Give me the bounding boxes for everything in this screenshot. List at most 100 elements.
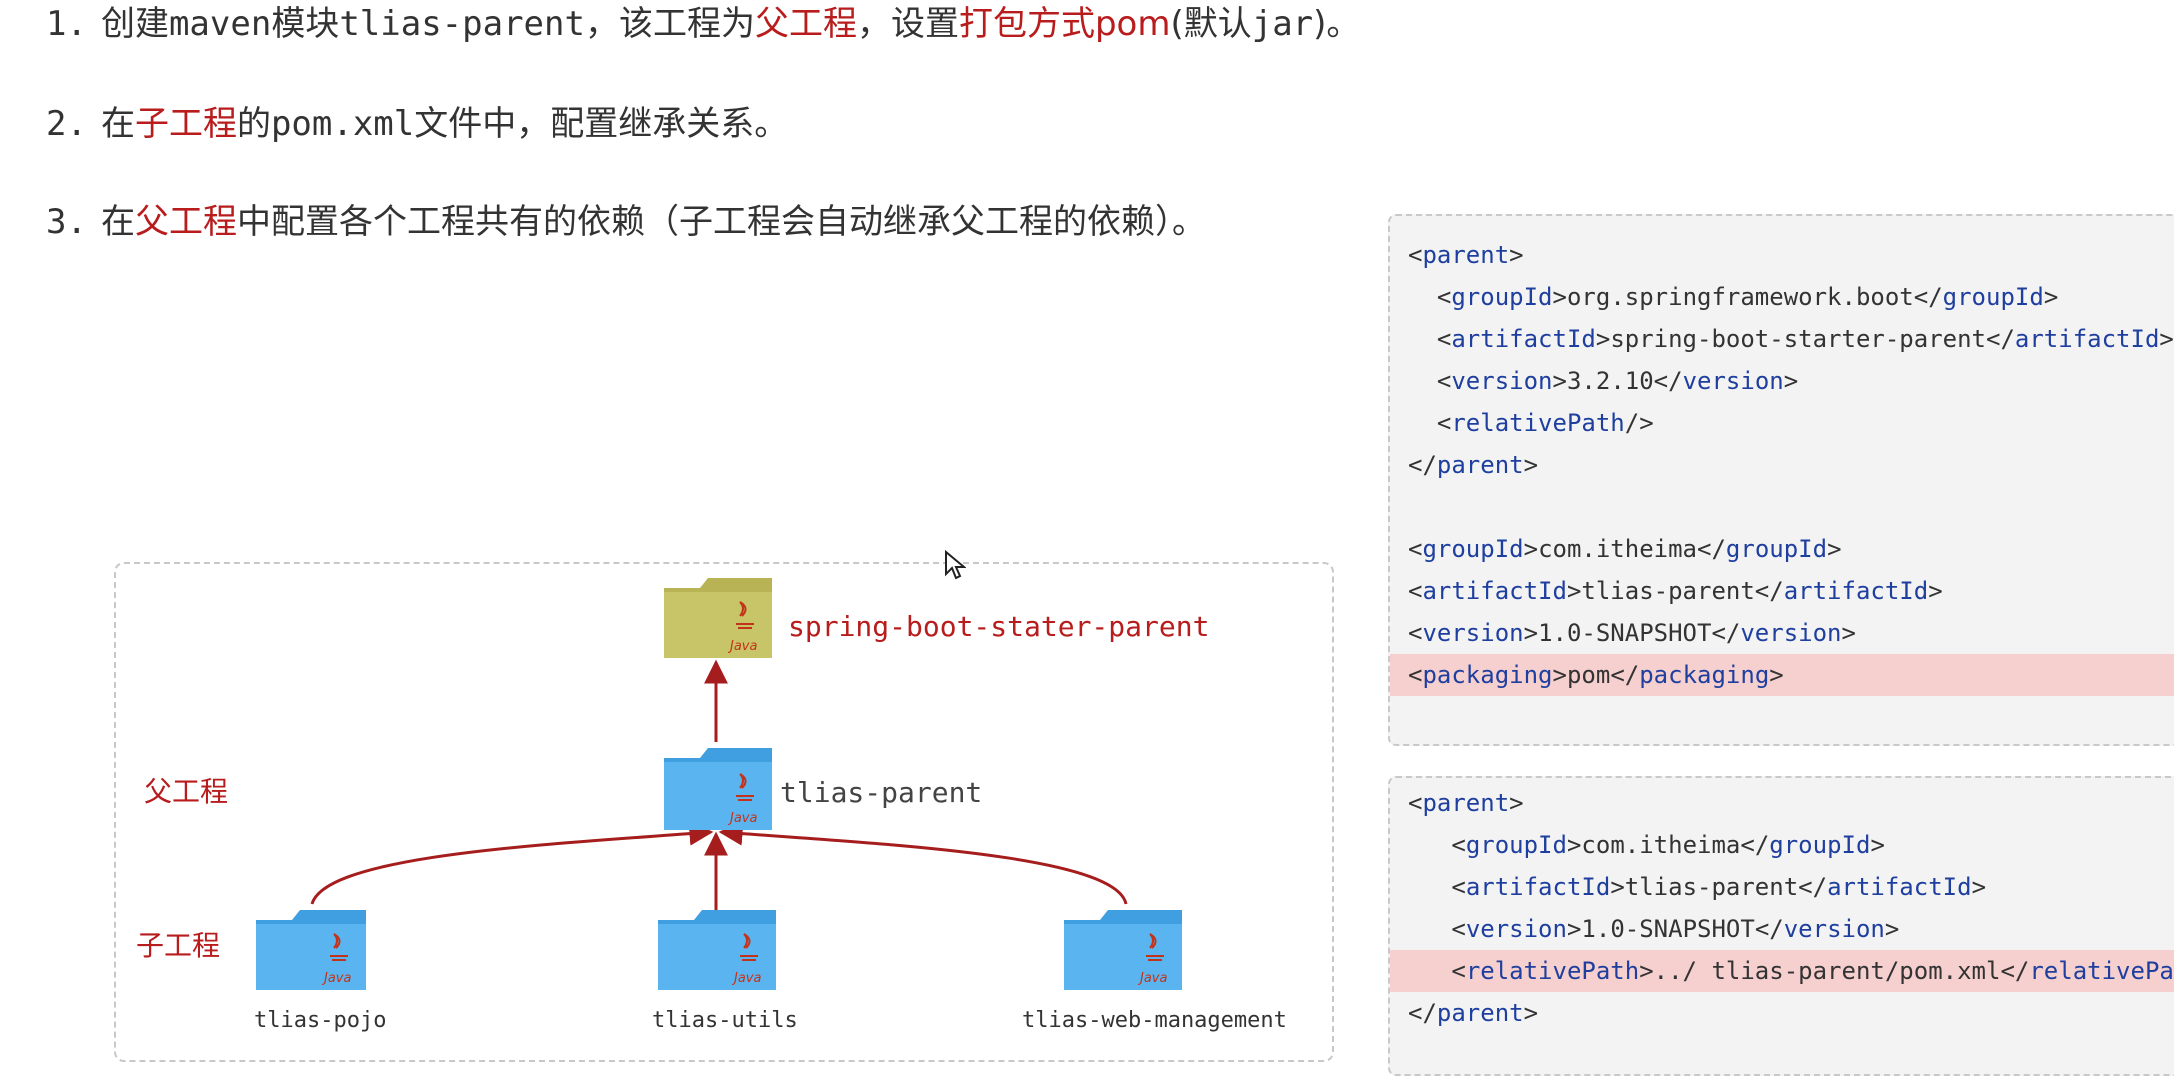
- code-bracket: </: [1697, 535, 1726, 563]
- code-bracket: >: [1841, 619, 1856, 647]
- code-bracket: >: [1827, 535, 1842, 563]
- xml-tag-name: artifactId: [1451, 325, 1596, 353]
- code-bracket: </: [1798, 873, 1828, 901]
- code-bracket: >: [1523, 999, 1539, 1027]
- code-line: <version>1.0-SNAPSHOT</version>: [1390, 612, 2174, 654]
- code-line: </parent>: [1390, 992, 2174, 1034]
- code-indent: [1408, 915, 1451, 943]
- code-line: <artifactId>tlias-parent</artifactId>: [1390, 570, 2174, 612]
- xml-tag-name: relativePath: [2029, 957, 2174, 985]
- xml-tag-name: packaging: [1422, 661, 1553, 689]
- child-project-label: 子工程: [136, 929, 221, 962]
- code-bracket: <: [1408, 789, 1423, 817]
- xml-tag-name: groupId: [1769, 831, 1871, 859]
- code-indent: [1408, 831, 1451, 859]
- step-emphasis: 父工程: [754, 4, 857, 44]
- xml-tag-name: artifactId: [1783, 577, 1929, 605]
- child-pom-code-block: <parent> <groupId>com.itheima</groupId> …: [1388, 776, 2174, 1076]
- code-bracket: <: [1451, 957, 1466, 985]
- code-bracket: <: [1408, 661, 1423, 689]
- code-bracket: >: [1566, 831, 1582, 859]
- step-text: 中配置各个工程共有的依赖（子工程会自动继承父工程的依赖）。: [236, 202, 1206, 242]
- code-line: [1390, 486, 2174, 528]
- code-bracket: <: [1451, 873, 1466, 901]
- code-line: <groupId>com.itheima</groupId>: [1390, 528, 2174, 570]
- step-text: 文件中，配置继承关系。: [414, 104, 789, 144]
- step-number: 2.: [46, 104, 87, 144]
- diagram-graphics: [310, 659, 1128, 914]
- step-text: ，该工程为: [584, 4, 755, 44]
- code-bracket: >: [1610, 873, 1625, 901]
- code-bracket: </: [1711, 619, 1741, 647]
- xml-tag-name: packaging: [1639, 661, 1770, 689]
- code-line-highlighted: <relativePath>../ tlias-parent/pom.xml</…: [1390, 950, 2174, 992]
- arrow-web-management-to-parent: [718, 821, 1128, 905]
- code-bracket: </: [1610, 661, 1640, 689]
- code-line: <version>3.2.10</version>: [1390, 360, 2174, 402]
- xml-tag-name: relativePath: [1465, 957, 1640, 985]
- xml-value: tlias-parent: [1581, 577, 1755, 605]
- xml-tag-name: artifactId: [1422, 577, 1567, 605]
- code-bracket: >: [1523, 451, 1539, 479]
- folder-tlias-parent-icon: Java: [662, 746, 774, 832]
- code-bracket: >: [1639, 957, 1654, 985]
- step-emphasis: 子工程: [134, 104, 237, 144]
- step-1: 1.创建maven模块tlias-parent，该工程为父工程，设置打包方式po…: [46, 2, 1360, 46]
- code-bracket: >: [1509, 241, 1524, 269]
- step-number: 1.: [46, 4, 87, 44]
- code-bracket: <: [1408, 535, 1423, 563]
- svg-text:Java: Java: [731, 971, 761, 986]
- code-bracket: >: [1928, 577, 1943, 605]
- code-bracket: </: [1740, 831, 1770, 859]
- folder-spring-boot-starter-parent-icon: Java: [662, 576, 774, 660]
- xml-value: 1.0-SNAPSHOT: [1538, 619, 1712, 647]
- tlias-web-management-label: tlias-web-management: [1022, 1008, 1287, 1033]
- code-line: <parent>: [1390, 234, 2174, 276]
- step-emphasis: 父工程: [134, 202, 237, 242]
- code-bracket: >: [1971, 873, 1987, 901]
- code-indent: [1408, 409, 1437, 437]
- xml-value: 1.0-SNAPSHOT: [1581, 915, 1755, 943]
- code-bracket: >: [1523, 535, 1539, 563]
- xml-value: ../ tlias-parent/pom.xml: [1653, 957, 2001, 985]
- step-text: 创建: [100, 4, 169, 44]
- code-bracket: <: [1436, 367, 1452, 395]
- step-code: jar: [1251, 4, 1314, 44]
- step-code: pom.xml: [270, 104, 415, 144]
- code-line: <artifactId>spring-boot-starter-parent</…: [1390, 318, 2174, 360]
- step-text: (默认: [1170, 4, 1252, 44]
- code-bracket: <: [1436, 325, 1452, 353]
- code-bracket: </: [1986, 325, 2015, 353]
- code-line: <version>1.0-SNAPSHOT</version>: [1390, 908, 2174, 950]
- xml-tag-name: parent: [1436, 451, 1524, 479]
- folder-tlias-web-management-icon: Java: [1062, 908, 1184, 992]
- code-bracket: >: [1566, 577, 1582, 605]
- code-bracket: >: [1595, 325, 1611, 353]
- code-bracket: <: [1436, 409, 1452, 437]
- xml-tag-name: version: [1422, 619, 1524, 647]
- xml-tag-name: version: [1682, 367, 1784, 395]
- code-bracket: </: [1653, 367, 1683, 395]
- code-bracket: >: [1783, 367, 1799, 395]
- code-line: </parent>: [1390, 444, 2174, 486]
- svg-text:Java: Java: [1137, 971, 1167, 986]
- code-bracket: </: [1754, 915, 1784, 943]
- code-bracket: >: [2043, 283, 2059, 311]
- code-indent: [1408, 367, 1437, 395]
- step-emphasis: 打包方式pom: [958, 4, 1171, 44]
- code-bracket: >: [1566, 915, 1582, 943]
- code-bracket: >: [1884, 915, 1900, 943]
- code-bracket: <: [1436, 283, 1452, 311]
- xml-tag-name: version: [1451, 367, 1553, 395]
- xml-value: org.springframework.boot: [1566, 283, 1914, 311]
- inheritance-diagram: Java spring-boot-stater-parent Java tlia…: [114, 562, 1334, 1062]
- folder-tlias-utils-icon: Java: [656, 908, 778, 992]
- code-bracket: >: [1769, 661, 1784, 689]
- xml-tag-name: version: [1465, 915, 1567, 943]
- xml-tag-name: version: [1740, 619, 1842, 647]
- xml-tag-name: artifactId: [1465, 873, 1611, 901]
- folder-tlias-pojo-icon: Java: [254, 908, 368, 992]
- code-bracket: </: [2000, 957, 2030, 985]
- xml-value: spring-boot-starter-parent: [1610, 325, 1986, 353]
- xml-value: tlias-parent: [1624, 873, 1799, 901]
